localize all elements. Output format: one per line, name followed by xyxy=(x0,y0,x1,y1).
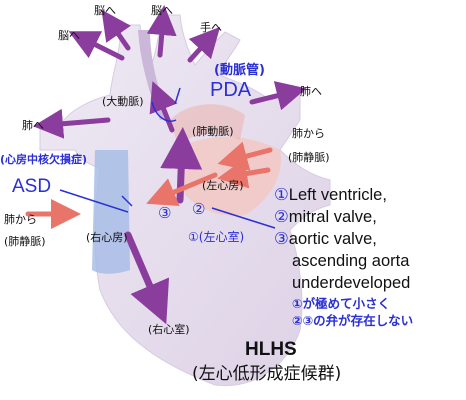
label-to-brain-1: 脳へ xyxy=(58,29,80,42)
label-pda-jp: (動脈管) xyxy=(214,63,265,78)
arrow-to-brain-3 xyxy=(146,5,177,58)
label-to-lung-right: 肺へ xyxy=(300,85,322,98)
label-aorta: (大動脈) xyxy=(102,95,144,108)
label-from-lung-right: 肺から xyxy=(292,127,325,140)
marker-2: ② xyxy=(192,200,206,218)
label-pulmonary-artery: (肺動脈) xyxy=(192,125,234,138)
note-line-2: ②mitral valve, xyxy=(274,209,377,226)
annotation-lines xyxy=(59,87,276,229)
note-jp-2: ②③の弁が存在しない xyxy=(292,313,414,328)
note-num-1: ① xyxy=(274,186,289,204)
note-jp-1: ①が極めて小さく xyxy=(292,296,391,311)
label-right-atrium: (右心房) xyxy=(86,231,128,244)
label-to-brain-3: 脳へ xyxy=(151,4,173,17)
arrow-la-to-asd xyxy=(146,172,218,207)
label-pulm-vein-right: (肺静脈) xyxy=(288,151,330,164)
note-line-3: ③aortic valve, xyxy=(274,231,377,248)
label-asd-jp: (心房中核欠損症) xyxy=(0,153,88,166)
arrow-to-lung-right xyxy=(249,81,307,111)
arrow-to-brain-2 xyxy=(101,9,131,51)
label-pulm-vein-left: (肺静脈) xyxy=(4,235,46,248)
oxygenated-flow-arrows xyxy=(25,141,273,229)
label-from-lung-left: 肺から xyxy=(4,213,37,226)
note-line-5: underdeveloped xyxy=(292,274,411,292)
label-left-atrium: (左心房) xyxy=(202,179,244,192)
note-num-2: ② xyxy=(274,208,289,226)
arrow-pulm-vein-right-2 xyxy=(217,158,271,189)
label-left-ventricle: ①(左心室) xyxy=(188,230,245,244)
diagram-title: HLHS xyxy=(245,339,297,360)
arrow-ra-to-rv xyxy=(124,231,170,325)
arrow-pulm-vein-right-1 xyxy=(217,141,273,171)
note-num-3: ③ xyxy=(274,230,289,248)
arrow-to-lung-left xyxy=(33,108,111,139)
note-text-1: Left ventricle, xyxy=(288,186,387,204)
label-to-brain-2: 脳へ xyxy=(94,4,116,17)
label-pda: PDA xyxy=(210,79,252,101)
label-to-hand: 手へ xyxy=(200,21,222,34)
label-to-lung-left: 肺へ xyxy=(22,119,44,132)
arrow-pda xyxy=(149,81,178,133)
arrow-to-hand xyxy=(187,26,221,63)
note-line-4: ascending aorta xyxy=(292,252,410,270)
deoxygenated-flow-arrows xyxy=(33,5,307,325)
note-text-2: mitral valve, xyxy=(288,208,377,226)
arrow-to-brain-1 xyxy=(68,31,125,61)
note-text-3: aortic valve, xyxy=(288,230,377,248)
label-right-ventricle: (右心室) xyxy=(148,323,190,336)
diagram-subtitle: (左心低形成症候群) xyxy=(192,364,342,384)
note-line-1: ①Left ventricle, xyxy=(274,187,387,204)
marker-3: ③ xyxy=(158,204,172,222)
label-asd: ASD xyxy=(12,176,52,197)
